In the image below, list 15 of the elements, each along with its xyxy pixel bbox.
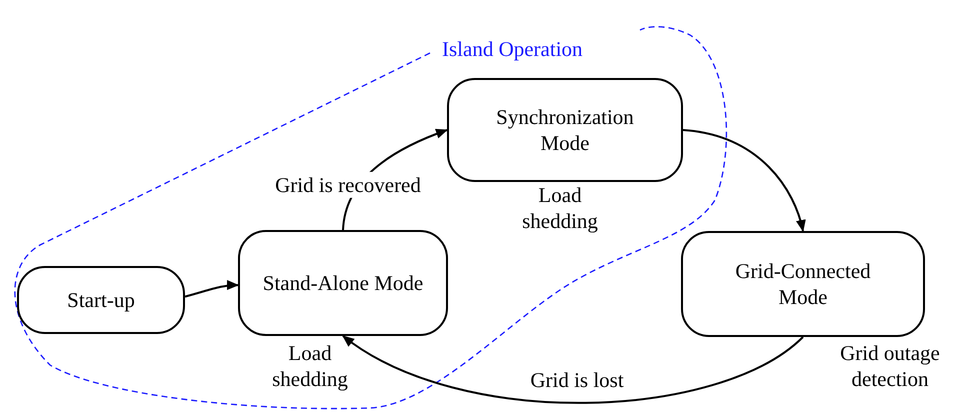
state-box: [681, 231, 925, 337]
state-note: Grid outage detection: [839, 340, 941, 392]
transition-arrow: [184, 280, 239, 298]
state-note: Load shedding: [521, 182, 599, 234]
state-name: Stand-Alone Mode: [262, 270, 424, 296]
transition-arrow: [342, 335, 804, 404]
state-box: [238, 230, 448, 336]
state-name: Synchronization Mode: [495, 104, 635, 156]
state-name: Grid-Connected Mode: [734, 258, 872, 310]
state-box: [447, 78, 683, 182]
state-note: Load shedding: [271, 340, 349, 392]
state-box: [17, 266, 185, 334]
region-title: Island Operation: [442, 36, 583, 63]
transition-arrow: [682, 129, 806, 232]
state-name: Start-up: [67, 286, 135, 314]
